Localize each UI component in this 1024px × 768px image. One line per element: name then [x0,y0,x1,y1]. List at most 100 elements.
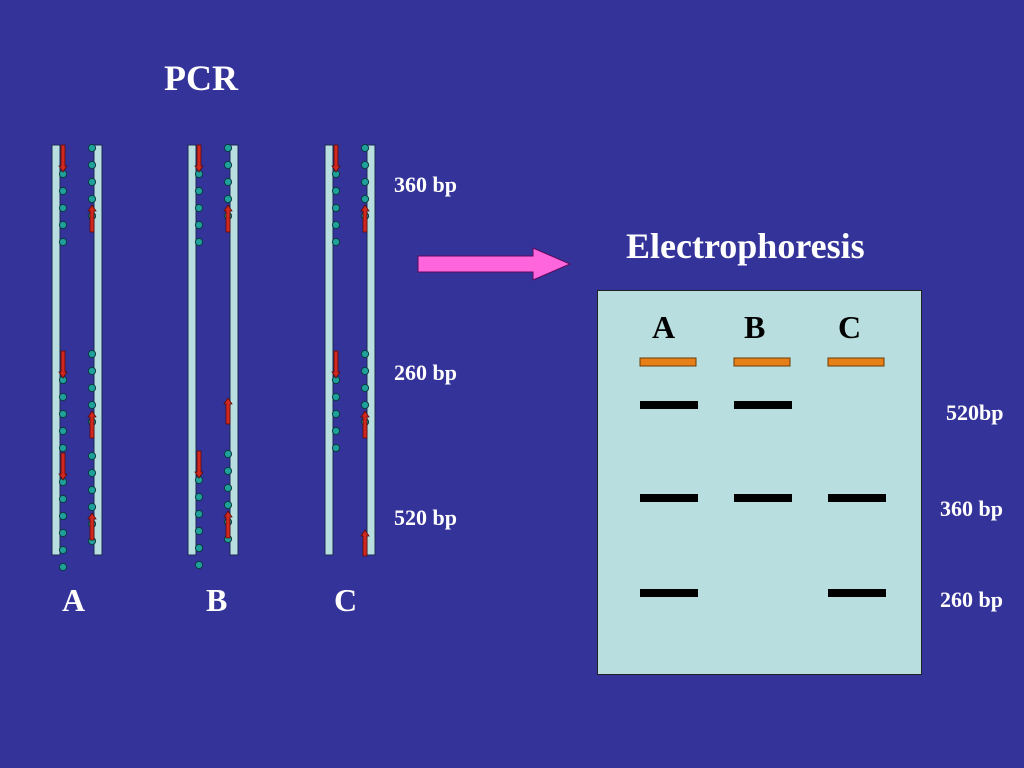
gel-size-label-360: 360 bp [940,496,1003,521]
primer-site-dot [223,177,233,187]
primer-site-dot [58,494,68,504]
band-lane-c [828,494,886,502]
primer-site-dot [194,492,204,502]
primer-site-dot [58,392,68,402]
process-arrow-icon [417,247,572,281]
primer-site-dot [58,443,68,453]
primer-arrow-reverse-icon [223,397,233,425]
primer-site-dot [223,143,233,153]
pcr-size-label-260: 260 bp [394,360,457,385]
primer-arrow-forward-icon [331,350,341,379]
primer-site-dot [360,366,370,376]
primer-site-dot [87,366,97,376]
strand-b-right [229,144,239,556]
primer-arrow-reverse-icon [223,510,233,539]
primer-site-dot [331,426,341,436]
lane-label-a: A [652,309,676,345]
primer-arrow-reverse-icon [87,512,97,541]
primer-arrow-forward-icon [331,144,341,173]
primer-site-dot [360,143,370,153]
primer-site-dot [331,443,341,453]
pcr-size-label-360: 360 bp [394,172,457,197]
strand-b-left [187,144,197,556]
band-lane-a [640,494,698,502]
primer-site-dot [223,194,233,204]
primer-site-dot [194,203,204,213]
primer-site-dot [360,177,370,187]
primer-site-dot [58,237,68,247]
primer-arrow-forward-icon [58,452,68,481]
pcr-size-label-520: 520 bp [394,505,457,530]
primer-site-dot [223,466,233,476]
primer-site-dot [58,511,68,521]
strand-a-left [51,144,61,556]
primer-site-dot [194,509,204,519]
primer-site-dot [87,143,97,153]
primer-site-dot [331,186,341,196]
primer-site-dot [87,400,97,410]
primer-site-dot [223,483,233,493]
lane-label-b: B [744,309,766,345]
primer-arrow-forward-icon [194,450,204,479]
primer-site-dot [194,220,204,230]
primer-site-dot [360,349,370,359]
primer-site-dot [331,220,341,230]
primer-site-dot [360,383,370,393]
primer-site-dot [87,451,97,461]
primer-site-dot [360,400,370,410]
primer-site-dot [194,560,204,570]
primer-site-dot [58,186,68,196]
strand-c-left [324,144,334,556]
primer-site-dot [87,160,97,170]
primer-site-dot [223,449,233,459]
band-lane-c [828,589,886,597]
primer-site-dot [360,160,370,170]
primer-site-dot [87,468,97,478]
primer-site-dot [58,220,68,230]
well-lane-a [639,357,697,367]
primer-site-dot [58,528,68,538]
primer-arrow-reverse-icon [87,410,97,439]
gel-bands [639,357,886,597]
primer-site-dot [331,203,341,213]
primer-arrow-forward-icon [58,350,68,379]
primer-site-dot [58,426,68,436]
well-lane-c [827,357,885,367]
primer-site-dot [58,409,68,419]
electrophoresis-title: Electrophoresis [626,226,865,266]
primer-arrow-reverse-icon [360,529,370,557]
primer-site-dot [87,502,97,512]
primer-site-dot [194,526,204,536]
band-lane-b [734,494,792,502]
primer-site-dot [194,543,204,553]
primer-site-dot [194,186,204,196]
band-lane-a [640,401,698,409]
primer-site-dot [87,485,97,495]
primer-arrow-reverse-icon [360,410,370,439]
primer-site-dot [223,500,233,510]
gel-size-label-260: 260 bp [940,587,1003,612]
strand-a-right [93,144,103,556]
band-lane-a [640,589,698,597]
primer-site-dot [331,409,341,419]
primer-site-dot [87,194,97,204]
strand-label-b: B [206,582,228,618]
primer-site-dot [58,562,68,572]
primer-arrow-reverse-icon [87,204,97,233]
primer-site-dot [331,237,341,247]
primer-arrow-forward-icon [58,144,68,173]
lane-label-c: C [838,309,862,345]
strand-c-right [366,144,376,556]
gel: A B C [597,290,922,675]
primer-site-dot [360,194,370,204]
primer-site-dot [87,349,97,359]
primer-site-dot [194,237,204,247]
strand-label-a: A [62,582,86,618]
primer-site-dot [87,177,97,187]
primer-arrow-forward-icon [194,144,204,173]
band-lane-b [734,401,792,409]
primer-arrow-reverse-icon [223,204,233,233]
primer-site-dot [58,203,68,213]
pcr-title: PCR [164,58,238,98]
